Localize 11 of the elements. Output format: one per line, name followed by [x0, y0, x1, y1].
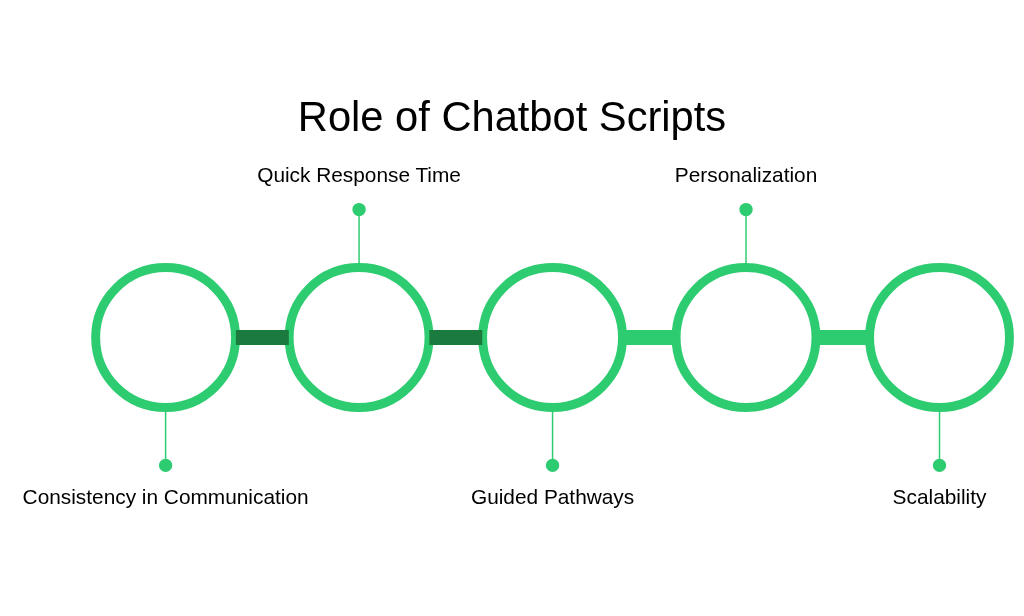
- node-circle: [284, 262, 434, 412]
- node-text: Personalization: [674, 162, 818, 186]
- node-text: Scalability: [892, 484, 987, 508]
- node-text: Quick Response Time: [257, 162, 461, 186]
- node-circle: [91, 262, 240, 412]
- diagram-title: Role of Chatbot Scripts: [297, 92, 727, 140]
- node-circle: [478, 262, 627, 412]
- node-circle: [865, 262, 1014, 412]
- node-circle: [671, 262, 821, 412]
- node-text: Consistency in Communication: [22, 484, 309, 508]
- node-text: Guided Pathways: [470, 484, 635, 508]
